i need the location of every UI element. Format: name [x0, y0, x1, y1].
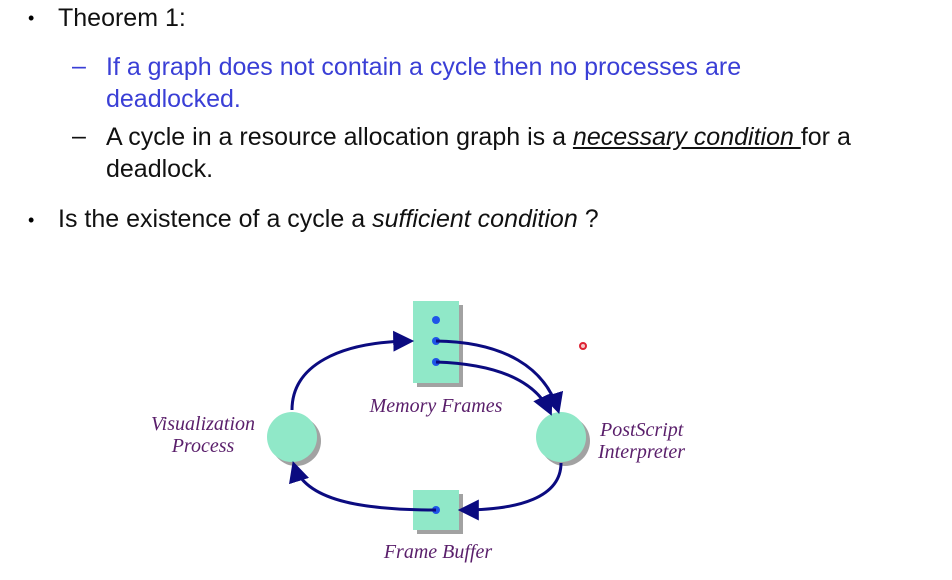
sub2-line1: A cycle in a resource allocation graph i…	[106, 121, 851, 153]
sub2-emph: necessary condition	[572, 123, 801, 151]
memory-frames-label: Memory Frames	[369, 395, 503, 417]
pointer-marker	[579, 342, 587, 350]
visualization-label-2: Process	[171, 435, 235, 457]
edge-memory-to-ps-2	[435, 360, 553, 416]
bullet2-post: ?	[577, 205, 599, 233]
sub-dash-2: –	[72, 122, 86, 150]
bullet-marker-1: •	[28, 8, 35, 28]
sub2-line2: deadlock.	[106, 155, 214, 183]
edge-ps-requests-buffer	[457, 462, 563, 521]
edge-buffer-to-vis	[289, 460, 437, 512]
postscript-label-1: PostScript	[599, 419, 684, 441]
frame-buffer-label: Frame Buffer	[383, 541, 493, 563]
edge-vis-requests-memory	[290, 330, 415, 411]
visualization-label-1: Visualization	[151, 413, 255, 435]
sub1-line2: deadlocked.	[106, 85, 241, 113]
sub1-line1: If a graph does not contain a cycle then…	[106, 53, 742, 81]
bullet-2: Is the existence of a cycle a sufficient…	[58, 203, 599, 235]
postscript-interpreter-node	[536, 412, 586, 462]
sub2-pre: A cycle in a resource allocation graph i…	[106, 123, 573, 151]
bullet-theorem-1: Theorem 1:	[58, 4, 186, 32]
memory-dot-1	[432, 316, 440, 324]
bullet2-emph: sufficient condition	[372, 205, 578, 233]
visualization-process-node	[267, 412, 317, 462]
bullet2-pre: Is the existence of a cycle a	[58, 205, 373, 233]
bullet-marker-2: •	[28, 210, 35, 230]
sub2-post: for a	[800, 123, 851, 151]
postscript-label-2: Interpreter	[597, 441, 685, 463]
sub-dash-1: –	[72, 52, 86, 80]
